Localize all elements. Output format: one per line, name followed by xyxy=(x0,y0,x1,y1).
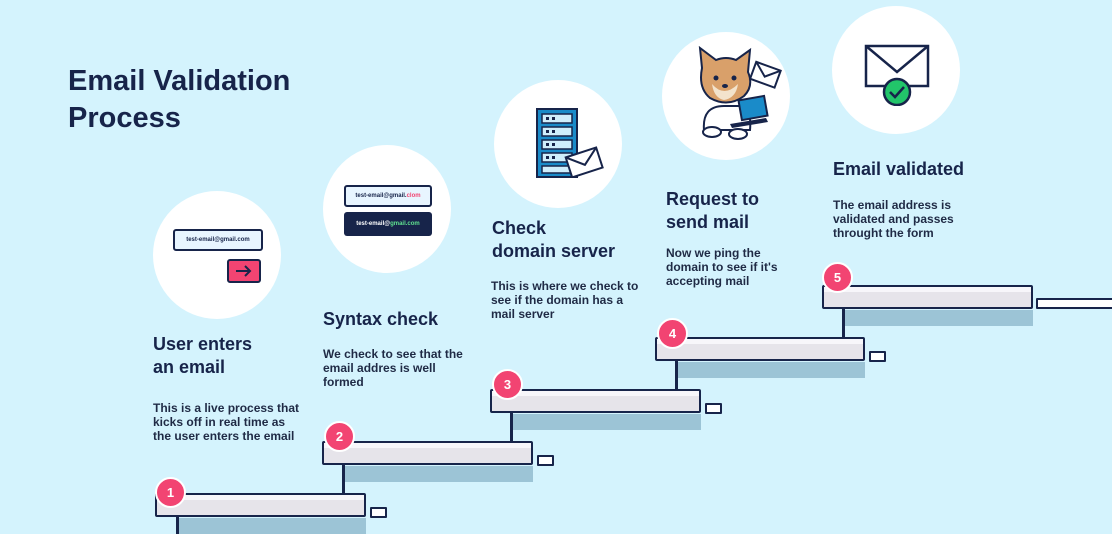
valid-email-local: test-email@ xyxy=(356,221,391,227)
step-2-description: We check to see that the email addres is… xyxy=(323,347,463,389)
step-5-description: The email address is validated and passe… xyxy=(833,198,954,240)
step-1-title: User enters an email xyxy=(153,334,253,377)
invalid-email-local: test-email@gmail. xyxy=(355,193,407,199)
stair-4 xyxy=(655,337,865,361)
envelope-check-icon xyxy=(864,44,930,106)
envelope-icon xyxy=(564,146,604,178)
step-4-title: Request to send mail xyxy=(666,189,760,232)
invalid-email-illustration: test-email@gmail.clom xyxy=(344,185,432,207)
stair-2 xyxy=(322,441,533,465)
step-3-badge: 3 xyxy=(492,369,523,400)
stair-4-handle xyxy=(869,351,886,362)
invalid-email-tld: clom xyxy=(406,193,421,199)
page-title: Email Validation Process xyxy=(68,65,291,134)
step-4-illustration xyxy=(662,32,790,160)
step-3-illustration xyxy=(494,80,622,208)
step-4-badge: 4 xyxy=(657,318,688,349)
step-5-badge: 5 xyxy=(822,262,853,293)
step-1-description: This is a live process that kicks off in… xyxy=(153,401,300,443)
valid-email-domain: gmail.com xyxy=(390,221,420,227)
stair-5 xyxy=(822,285,1033,309)
stair-3-handle xyxy=(705,403,722,414)
step-4-description: Now we ping the domain to see if it's ac… xyxy=(666,246,778,288)
step-2-badge: 2 xyxy=(324,421,355,452)
stair-3 xyxy=(490,389,701,413)
step-1-illustration: test-email@gmail.com xyxy=(153,191,281,319)
stair-2-stem xyxy=(342,464,345,494)
step-3-description: This is where we check to see if the dom… xyxy=(491,279,639,321)
step-2-title: Syntax check xyxy=(323,309,439,329)
step-3-title: Check domain server xyxy=(492,218,616,261)
cat-mascot-icon xyxy=(698,46,782,140)
stair-2-shadow xyxy=(345,466,533,482)
stair-3-stem xyxy=(510,412,513,442)
stair-5-stem xyxy=(842,308,845,338)
stair-4-stem xyxy=(675,360,678,390)
step-5-title: Email validated xyxy=(833,159,965,179)
arrow-right-icon xyxy=(236,265,252,277)
stair-4-shadow xyxy=(678,362,865,378)
stair-3-shadow xyxy=(513,414,701,430)
step-2-illustration: test-email@gmail.clom test-email@gmail.c… xyxy=(323,145,451,273)
stair-5-handle xyxy=(1036,298,1112,309)
step-1-badge: 1 xyxy=(155,477,186,508)
step-5-illustration xyxy=(832,6,960,134)
stair-1-shadow xyxy=(176,518,366,534)
stair-5-shadow xyxy=(845,310,1033,326)
valid-email-illustration: test-email@gmail.com xyxy=(344,212,432,236)
stair-2-handle xyxy=(537,455,554,466)
stair-1-handle xyxy=(370,507,387,518)
stair-1-stem xyxy=(176,516,179,534)
server-rack-icon xyxy=(536,108,578,178)
email-input-illustration: test-email@gmail.com xyxy=(173,229,263,251)
stair-1 xyxy=(155,493,366,517)
submit-button-illustration xyxy=(227,259,261,283)
